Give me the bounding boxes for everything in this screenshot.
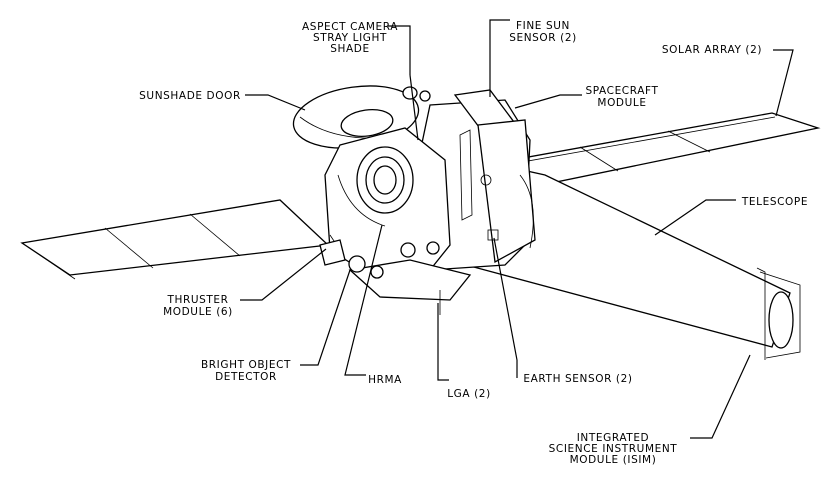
- svg-text:HRMA: HRMA: [368, 374, 402, 386]
- svg-text:SOLAR ARRAY (2): SOLAR ARRAY (2): [662, 44, 762, 56]
- svg-text:THRUSTER: THRUSTER: [166, 294, 228, 306]
- svg-text:EARTH SENSOR (2): EARTH SENSOR (2): [523, 373, 632, 385]
- label-hrma: HRMA: [368, 374, 402, 386]
- svg-text:INTEGRATED: INTEGRATED: [577, 432, 650, 444]
- svg-text:FINE SUN: FINE SUN: [516, 20, 570, 32]
- label-fine-sun-sensor: FINE SUN SENSOR (2): [509, 20, 577, 44]
- label-bright-object-detector: BRIGHT OBJECT DETECTOR: [201, 359, 291, 383]
- svg-text:SPACECRAFT: SPACECRAFT: [586, 85, 659, 97]
- svg-text:STRAY LIGHT: STRAY LIGHT: [313, 32, 387, 44]
- svg-text:MODULE (6): MODULE (6): [163, 306, 233, 318]
- lower-bay: [319, 239, 472, 315]
- label-solar-array: SOLAR ARRAY (2): [662, 44, 762, 56]
- label-sunshade-door: SUNSHADE DOOR: [139, 90, 241, 102]
- label-telescope: TELESCOPE: [741, 196, 808, 208]
- label-lga: LGA (2): [447, 388, 491, 400]
- label-earth-sensor: EARTH SENSOR (2): [523, 373, 632, 385]
- svg-text:ASPECT CAMERA: ASPECT CAMERA: [302, 21, 398, 33]
- left-solar-array: [20, 199, 330, 280]
- svg-text:SUNSHADE DOOR: SUNSHADE DOOR: [139, 90, 241, 102]
- svg-text:SCIENCE INSTRUMENT: SCIENCE INSTRUMENT: [549, 443, 678, 455]
- leader-lines: [240, 19, 794, 439]
- svg-text:SHADE: SHADE: [330, 43, 369, 55]
- label-spacecraft-module: SPACECRAFT MODULE: [586, 85, 659, 109]
- label-isim: INTEGRATED SCIENCE INSTRUMENT MODULE (IS…: [549, 432, 678, 466]
- svg-text:DETECTOR: DETECTOR: [215, 371, 277, 383]
- svg-text:TELESCOPE: TELESCOPE: [741, 196, 808, 208]
- svg-text:BRIGHT OBJECT: BRIGHT OBJECT: [201, 359, 291, 371]
- svg-text:MODULE: MODULE: [597, 97, 646, 109]
- label-aspect-camera: ASPECT CAMERA STRAY LIGHT SHADE: [302, 21, 398, 55]
- label-thruster-module: THRUSTER MODULE (6): [163, 294, 233, 318]
- svg-text:LGA (2): LGA (2): [447, 388, 491, 400]
- svg-text:MODULE (ISIM): MODULE (ISIM): [570, 454, 657, 466]
- svg-text:SENSOR (2): SENSOR (2): [509, 32, 577, 44]
